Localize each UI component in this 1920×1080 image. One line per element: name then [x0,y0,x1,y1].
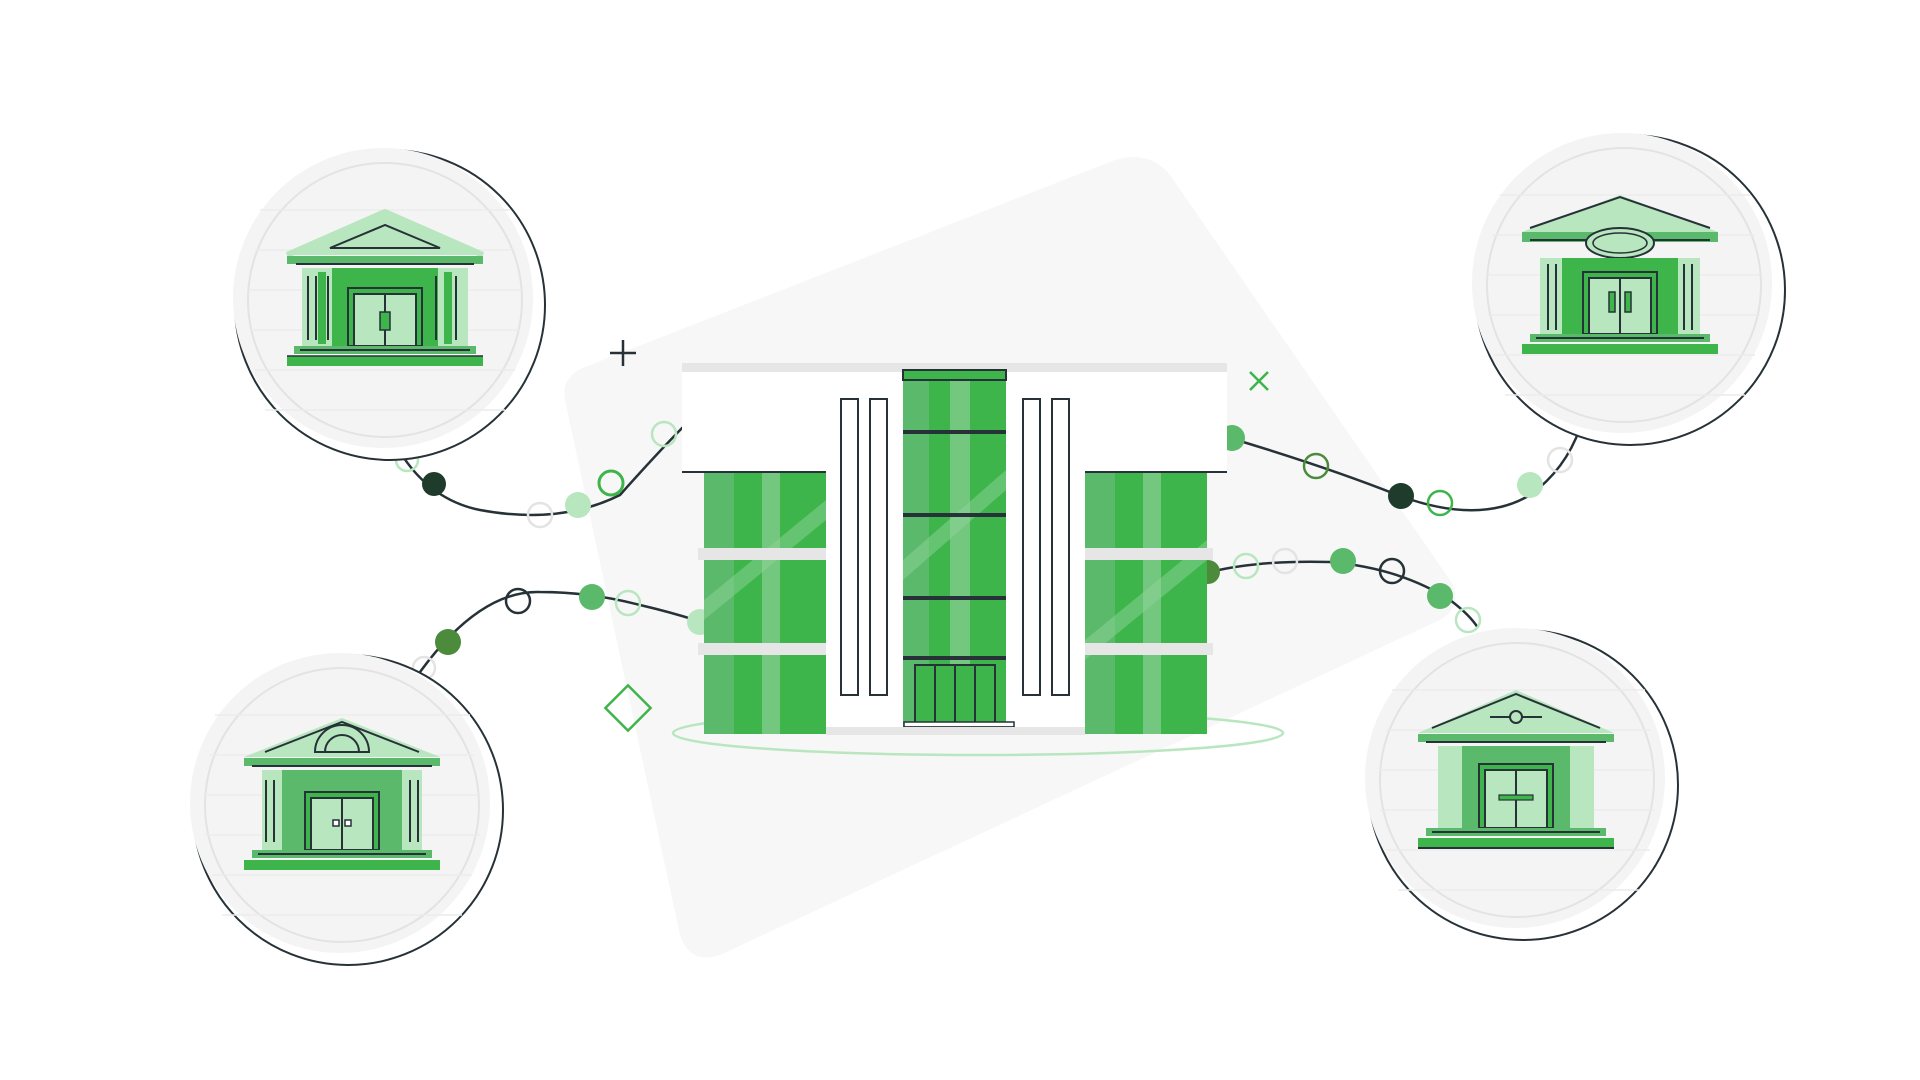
branch-circle-top-left [233,148,546,461]
connection-dot [1378,557,1406,585]
diamond-icon [603,683,653,733]
connection-dot [1330,548,1356,574]
connection-dot [1517,472,1543,498]
connection-line-bottom-left [418,590,696,673]
connection-dot [1232,552,1260,580]
connection-dot [1426,489,1454,517]
bank-branch-icon [244,718,440,870]
connection-dot [504,587,532,615]
bank-branch-icon [1418,690,1614,849]
cross-icon [1249,371,1269,391]
branch-circle-bottom-left [190,653,504,966]
connection-dot [565,492,591,518]
branch-circle-bottom-right [1365,628,1679,941]
connection-dot [1388,483,1414,509]
connection-dot [435,629,461,655]
connection-dot [1454,606,1482,634]
branch-circle-top-right [1472,133,1786,446]
connection-dot [650,420,678,448]
connection-dot [614,589,642,617]
connection-dot [422,472,446,496]
connection-dot [1302,452,1330,480]
plus-icon [610,340,636,366]
connection-dot [1546,446,1574,474]
bank-branch-icon [1522,195,1718,354]
bank-branch-icon [285,209,485,366]
office-tower-icon [671,363,1285,757]
connection-dot [526,501,554,529]
connection-dot [579,584,605,610]
connection-dot [1271,547,1299,575]
connection-dot [1427,583,1453,609]
connection-dot [597,469,625,497]
